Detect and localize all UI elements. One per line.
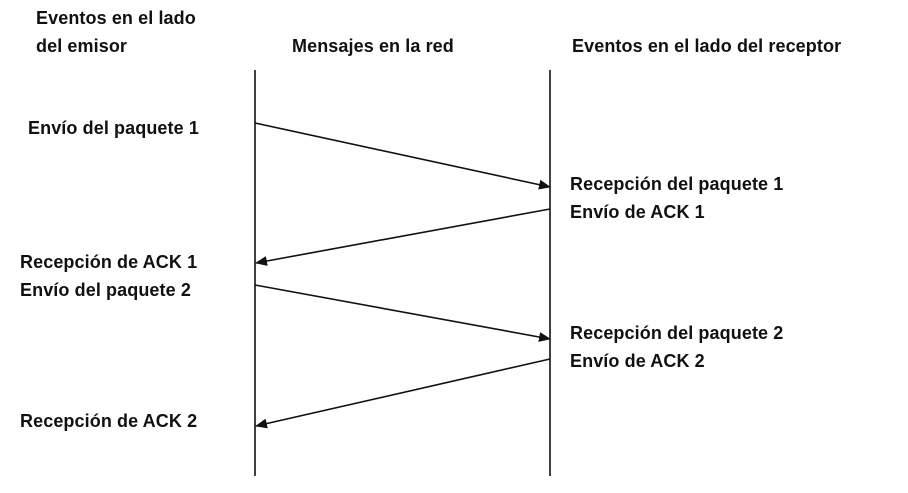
sender-event-receive-ack-1: Recepción de ACK 1 xyxy=(20,252,198,272)
receiver-event-receive-packet-1: Recepción del paquete 1 xyxy=(570,174,784,194)
arrow-ack-1 xyxy=(255,208,551,266)
sender-event-send-packet-1: Envío del paquete 1 xyxy=(28,118,199,138)
arrow-ack-2 xyxy=(255,358,551,429)
receiver-event-send-ack-1: Envío de ACK 1 xyxy=(570,202,705,222)
receiver-event-receive-packet-2: Recepción del paquete 2 xyxy=(570,323,784,343)
sender-event-send-packet-2: Envío del paquete 2 xyxy=(20,280,191,300)
arrow-packet-2 xyxy=(254,284,551,342)
receiver-event-send-ack-2: Envío de ACK 2 xyxy=(570,351,705,371)
receiver-header: Eventos en el lado del receptor xyxy=(572,36,842,56)
arrow-packet-1 xyxy=(254,122,551,190)
sender-event-receive-ack-2: Recepción de ACK 2 xyxy=(20,411,198,431)
network-header: Mensajes en la red xyxy=(292,36,454,56)
sender-header-line1: Eventos en el lado xyxy=(36,8,196,28)
sender-header-line2: del emisor xyxy=(36,36,128,56)
